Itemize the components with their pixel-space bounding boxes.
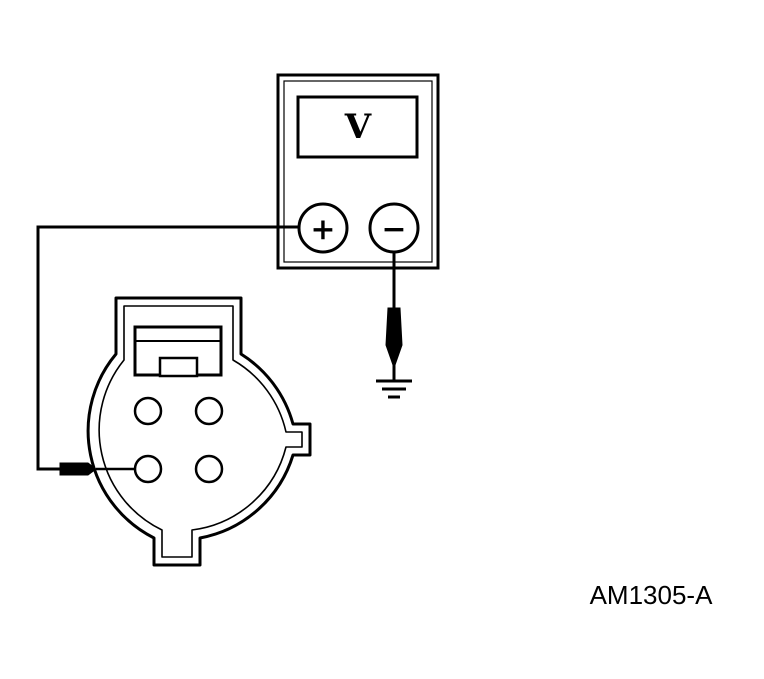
- connector-pin: [194, 396, 224, 426]
- back-probe: [59, 462, 135, 476]
- positive-lead-wire: [36, 225, 299, 471]
- connector: [86, 296, 312, 567]
- multimeter: V + −: [276, 73, 440, 270]
- connector-latch-tab: [158, 356, 199, 378]
- connector-pin: [194, 454, 224, 484]
- multimeter-body-inner: [283, 80, 433, 263]
- probe-tip: [385, 307, 403, 366]
- meter-display: [296, 95, 419, 159]
- display-symbol: V: [344, 107, 372, 147]
- negative-lead: [385, 252, 403, 380]
- ground-icon: [376, 379, 412, 399]
- connector-pin: [133, 396, 163, 426]
- back-probe-body: [59, 462, 97, 476]
- positive-terminal-label: +: [310, 212, 335, 247]
- negative-terminal-label: −: [381, 212, 406, 247]
- figure-id: AM1305-A: [590, 580, 713, 610]
- connector-pin: [133, 454, 163, 484]
